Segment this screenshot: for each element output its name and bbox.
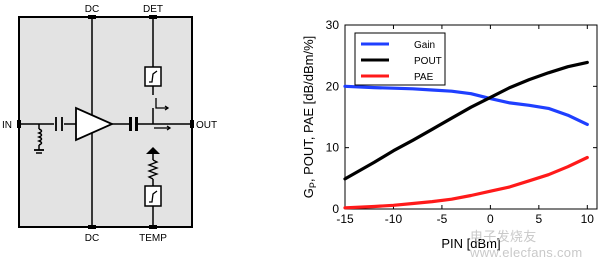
series-lines [343,60,589,210]
pin-dc-bottom [88,225,96,229]
label-dc-top: DC [85,4,99,15]
pin-in [17,120,21,128]
x-tick-label: 10 [581,212,595,226]
y-axis-label-g: G [301,188,316,198]
figure-svg: DC DET IN OUT DC TEMP -15 -10 -5 0 5 10 0 10 20 3… [2,4,598,251]
x-tick-label: -5 [437,212,448,226]
y-tick-label: 10 [326,141,340,155]
label-temp: TEMP [139,233,167,244]
figure: DC DET IN OUT DC TEMP -15 -10 -5 0 5 10 0 10 20 3… [2,4,598,260]
pin-out [190,120,194,128]
pin-temp [149,225,157,229]
label-in: IN [2,120,12,131]
temp-supply-arrow [146,147,160,154]
y-tick-label: 20 [326,79,340,93]
series-line-pout [343,60,589,181]
legend-label-pae: PAE [414,72,434,83]
legend-label-gain: Gain [414,40,435,51]
y-axis-label: GP, POUT, PAE [dB/dBm/%] [301,36,318,199]
amplifier-schematic: DC DET IN OUT DC TEMP [2,4,217,244]
axis-ticks: -15 -10 -5 0 5 10 0 10 20 30 [326,18,597,226]
x-axis-label: PIN [dBm] [441,236,500,251]
label-out: OUT [196,120,217,131]
series-line-pae [343,155,589,210]
legend: Gain POUT PAE [354,32,446,86]
x-tick-label: -15 [336,212,354,226]
legend-label-pout: POUT [414,56,442,67]
y-tick-label: 0 [332,202,339,216]
label-det: DET [143,4,163,15]
watermark: 电子发烧友 www.elecfans.com [470,229,583,260]
pin-dc-top [88,15,96,19]
x-tick-label: 0 [487,212,494,226]
amplifier-symbol [75,106,115,142]
y-axis-label-subscript: P [308,182,318,188]
label-dc-bottom: DC [85,233,99,244]
performance-chart: -15 -10 -5 0 5 10 0 10 20 30 Gain POUT PAE PIN [d… [301,18,598,251]
input-inductor [36,128,43,146]
temp-resistor [147,159,159,180]
x-tick-label: -10 [385,212,403,226]
y-tick-label: 30 [326,18,340,32]
x-tick-label: 5 [536,212,543,226]
det-coupled-path [155,98,168,109]
pin-det [149,15,157,19]
series-line-gain [343,84,589,127]
output-capacitor [129,117,132,131]
y-axis-label-rest: , POUT, PAE [dB/dBm/%] [301,36,316,182]
